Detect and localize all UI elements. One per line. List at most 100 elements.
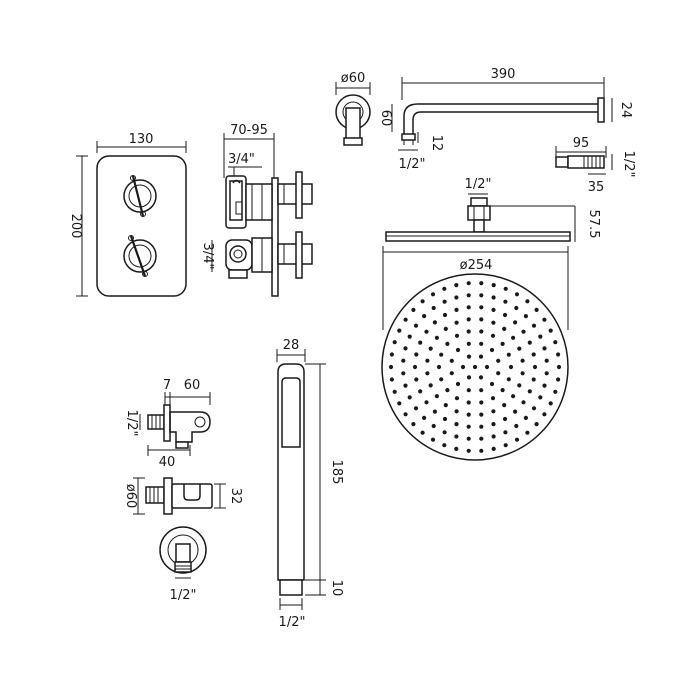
nozzle-dot xyxy=(479,293,484,298)
handset-view: 28 185 10 1/2" xyxy=(276,338,344,630)
nozzle-dot xyxy=(401,358,406,363)
nozzle-dot xyxy=(542,383,547,388)
nozzle-dot xyxy=(403,412,408,417)
arm-drop-label: 60 xyxy=(378,110,393,127)
valve-width-label: 130 xyxy=(129,132,154,147)
head-dia-label: ø254 xyxy=(460,258,493,273)
nozzle-dot xyxy=(466,354,472,359)
nozzle-dot xyxy=(454,295,459,300)
nozzle-dot xyxy=(502,416,508,422)
nozzle-dot xyxy=(454,333,460,338)
nozzle-dot xyxy=(442,299,447,304)
nozzle-dot xyxy=(466,424,471,429)
nozzle-dot xyxy=(523,415,529,420)
nozzle-dot xyxy=(425,371,430,376)
nozzle-dot xyxy=(479,329,484,334)
shower-head-disc xyxy=(381,273,569,461)
nozzle-dot xyxy=(548,401,553,406)
nozzle-dot xyxy=(445,388,450,393)
nozzle-dot xyxy=(392,340,397,345)
nozzle-dot xyxy=(503,286,508,291)
nozzle-dot xyxy=(510,335,516,340)
nozzle-dot xyxy=(454,396,460,401)
nozzle-dot xyxy=(466,400,471,405)
nozzle-dot xyxy=(553,389,558,394)
nozzle-dot xyxy=(479,317,484,322)
nozzle-dot xyxy=(514,305,519,311)
nozzle-dot xyxy=(454,422,459,427)
nozzle-dot xyxy=(431,423,436,429)
nozzle-dot xyxy=(411,307,416,312)
nozzle-dot xyxy=(478,375,484,380)
nozzle-dot xyxy=(422,314,427,319)
nozzle-dot xyxy=(392,389,397,394)
nozzle-dot xyxy=(436,364,442,370)
nozzle-dot xyxy=(520,358,525,363)
extension-dia-label: 35 xyxy=(588,180,605,195)
valve-height-label: 200 xyxy=(68,214,83,239)
nozzle-dot xyxy=(432,320,437,325)
nozzle-dot xyxy=(491,283,496,288)
nozzle-dot xyxy=(418,340,423,345)
nozzle-dot xyxy=(454,409,459,414)
nozzle-dot xyxy=(489,381,495,387)
nozzle-dot xyxy=(414,352,419,357)
nozzle-dot xyxy=(432,409,437,414)
nozzle-dot xyxy=(523,314,529,319)
extension-view: 95 1/2" 35 xyxy=(555,136,636,195)
nozzle-dot xyxy=(479,448,484,453)
nozzle-dot xyxy=(490,396,496,401)
nozzle-dot xyxy=(407,334,412,339)
nozzle-dot xyxy=(500,388,505,393)
valve-plate xyxy=(96,155,187,297)
nozzle-dot xyxy=(503,299,508,304)
handset-tip-label: 10 xyxy=(329,580,344,597)
shower-head-side-view: 1/2" 57.5 xyxy=(385,177,601,242)
nozzle-dot xyxy=(439,377,444,382)
nozzle-dot xyxy=(442,312,448,318)
nozzle-dot xyxy=(484,364,490,370)
nozzle-dot xyxy=(401,371,406,376)
nozzle-dot xyxy=(525,299,530,304)
nozzle-dot xyxy=(430,437,436,442)
nozzle-dot xyxy=(418,389,423,394)
nozzle-dot xyxy=(479,412,484,417)
nozzle-dot xyxy=(466,448,471,453)
nozzle-dot xyxy=(542,412,547,417)
nozzle-dot xyxy=(491,409,496,414)
arm-end-height-label: 24 xyxy=(618,102,633,119)
nozzle-dot xyxy=(466,436,471,441)
handset-width-label: 28 xyxy=(283,338,300,353)
nozzle-dot xyxy=(455,381,461,387)
nozzle-dot xyxy=(489,347,495,353)
nozzle-dot xyxy=(434,335,439,340)
nozzle-dot xyxy=(527,389,532,394)
nozzle-dot xyxy=(517,346,522,351)
head-height-label: 57.5 xyxy=(586,210,601,239)
nozzle-dot xyxy=(521,400,526,405)
nozzle-dot xyxy=(521,329,526,334)
nozzle-dot xyxy=(479,388,484,393)
arm-thread-label: 12 xyxy=(429,135,444,152)
nozzle-dot xyxy=(525,430,530,435)
nozzle-dot xyxy=(466,388,471,393)
nozzle-dot xyxy=(412,364,418,370)
nozzle-dot xyxy=(424,329,429,334)
nozzle-dot xyxy=(442,286,447,291)
nozzle-dot xyxy=(434,394,439,399)
nozzle-dot xyxy=(443,403,448,408)
nozzle-dot xyxy=(544,358,549,363)
nozzle-dot xyxy=(508,364,514,370)
nozzle-dot xyxy=(503,443,508,448)
nozzle-dot xyxy=(527,340,532,345)
nozzle-dot xyxy=(397,328,402,333)
handset-connection-label: 1/2" xyxy=(279,615,306,630)
nozzle-dot xyxy=(449,371,454,376)
nozzle-dot xyxy=(403,383,408,388)
bracket-height-label: 32 xyxy=(228,488,243,505)
nozzle-dot xyxy=(542,346,547,351)
nozzle-dot xyxy=(513,409,518,414)
valve-depth-label: 70-95 xyxy=(230,123,268,138)
nozzle-dot xyxy=(531,352,536,357)
nozzle-dot xyxy=(454,434,459,439)
